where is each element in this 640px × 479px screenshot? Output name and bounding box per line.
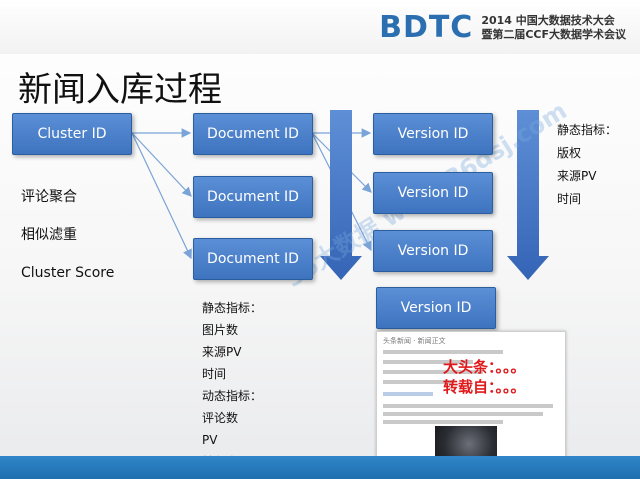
version-metric-item: 来源PV: [557, 169, 597, 183]
cluster-feature-item: 评论聚合: [21, 189, 77, 205]
document-metrics-list: 静态指标： 图片数 来源PV 时间 动态指标： 评论数 PV 转化率: [202, 297, 262, 473]
version-metric-item: 版权: [557, 146, 582, 160]
cluster-feature-item: Cluster Score: [21, 265, 115, 281]
version-id-box-4: Version ID: [376, 287, 496, 329]
logo-line-1: 2014 中国大数据技术大会: [481, 13, 615, 27]
version-metric-item: 静态指标：: [557, 123, 618, 137]
logo-line-2: 暨第二届CCF大数据学术会议: [481, 27, 626, 41]
overlay-headline-label: 大头条：。。。: [443, 358, 526, 376]
down-arrow-2: [507, 110, 549, 280]
version-id-box-1: Version ID: [373, 113, 493, 155]
news-page-screenshot: 头条新闻 · 新闻正文: [376, 331, 566, 479]
version-id-box-2: Version ID: [373, 172, 493, 214]
document-metric-item: 时间: [202, 367, 227, 381]
document-id-box-3: Document ID: [193, 238, 313, 280]
header-band: [0, 0, 640, 54]
document-metric-item: 图片数: [202, 323, 239, 337]
logo-brand: BDTC: [379, 10, 474, 45]
document-metric-item: 静态指标：: [202, 301, 263, 315]
version-id-box-3: Version ID: [373, 230, 493, 272]
slide-title: 新闻入库过程: [18, 70, 222, 110]
footer-band: [0, 456, 640, 479]
screenshot-header: 头条新闻 · 新闻正文: [383, 337, 446, 345]
version-metrics-list: 静态指标： 版权 来源PV 时间: [557, 119, 617, 211]
document-metric-item: 评论数: [202, 411, 239, 425]
document-metric-item: 来源PV: [202, 345, 242, 359]
connector-cluster-doc3: [131, 132, 192, 260]
cluster-feature-item: 相似滤重: [21, 227, 77, 243]
version-metric-item: 时间: [557, 192, 582, 206]
document-metric-item: 动态指标：: [202, 389, 263, 403]
down-arrow-1: [320, 110, 362, 280]
document-id-box-1: Document ID: [193, 113, 313, 155]
document-id-box-2: Document ID: [193, 176, 313, 218]
bdtc-logo: BDTC 2014 中国大数据技术大会 暨第二届CCF大数据学术会议: [379, 10, 626, 45]
overlay-source-label: 转载自：。。。: [443, 378, 526, 396]
cluster-feature-list: 评论聚合 相似滤重 Cluster Score: [21, 178, 114, 292]
cluster-id-box: Cluster ID: [12, 113, 132, 155]
document-metric-item: PV: [202, 433, 218, 447]
connector-cluster-doc2: [131, 132, 192, 197]
